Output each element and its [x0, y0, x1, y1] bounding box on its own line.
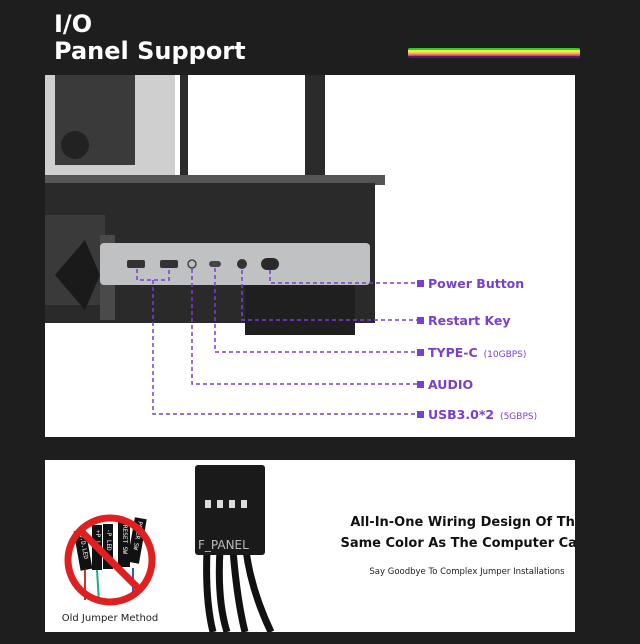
io-panel-photo	[45, 75, 575, 437]
connector-label: F_PANEL	[198, 538, 249, 552]
subtitle: Say Goodbye To Complex Jumper Installati…	[369, 567, 565, 577]
old-pin-label: +P LED	[94, 530, 101, 552]
label-usb: USB3.0*2(5GBPS)	[428, 407, 538, 422]
wiring-panel: U.D.LED +P LED -P LED RESET SW POWER SW …	[45, 460, 575, 632]
old-method-caption: Old Jumper Method	[61, 613, 159, 624]
case-illustration	[45, 75, 424, 418]
label-restart-key: Restart Key	[428, 313, 511, 328]
headline-line2: Same Color As The Computer Case	[340, 536, 575, 551]
prohibited-icon	[64, 514, 156, 606]
old-pin-label: RESET SW	[121, 525, 128, 554]
f-panel-connector	[195, 465, 275, 632]
label-audio: AUDIO	[428, 377, 474, 392]
label-power-button: Power Button	[428, 276, 525, 291]
decorative-stripe	[408, 48, 580, 58]
headline-line1: All-In-One Wiring Design Of The	[350, 515, 575, 530]
page-title-line2: Panel Support	[54, 37, 246, 65]
label-type-c: TYPE-C(10GBPS)	[428, 345, 527, 360]
old-pin-label: -P LED	[105, 529, 112, 551]
page-title-line1: I/O	[54, 10, 93, 38]
